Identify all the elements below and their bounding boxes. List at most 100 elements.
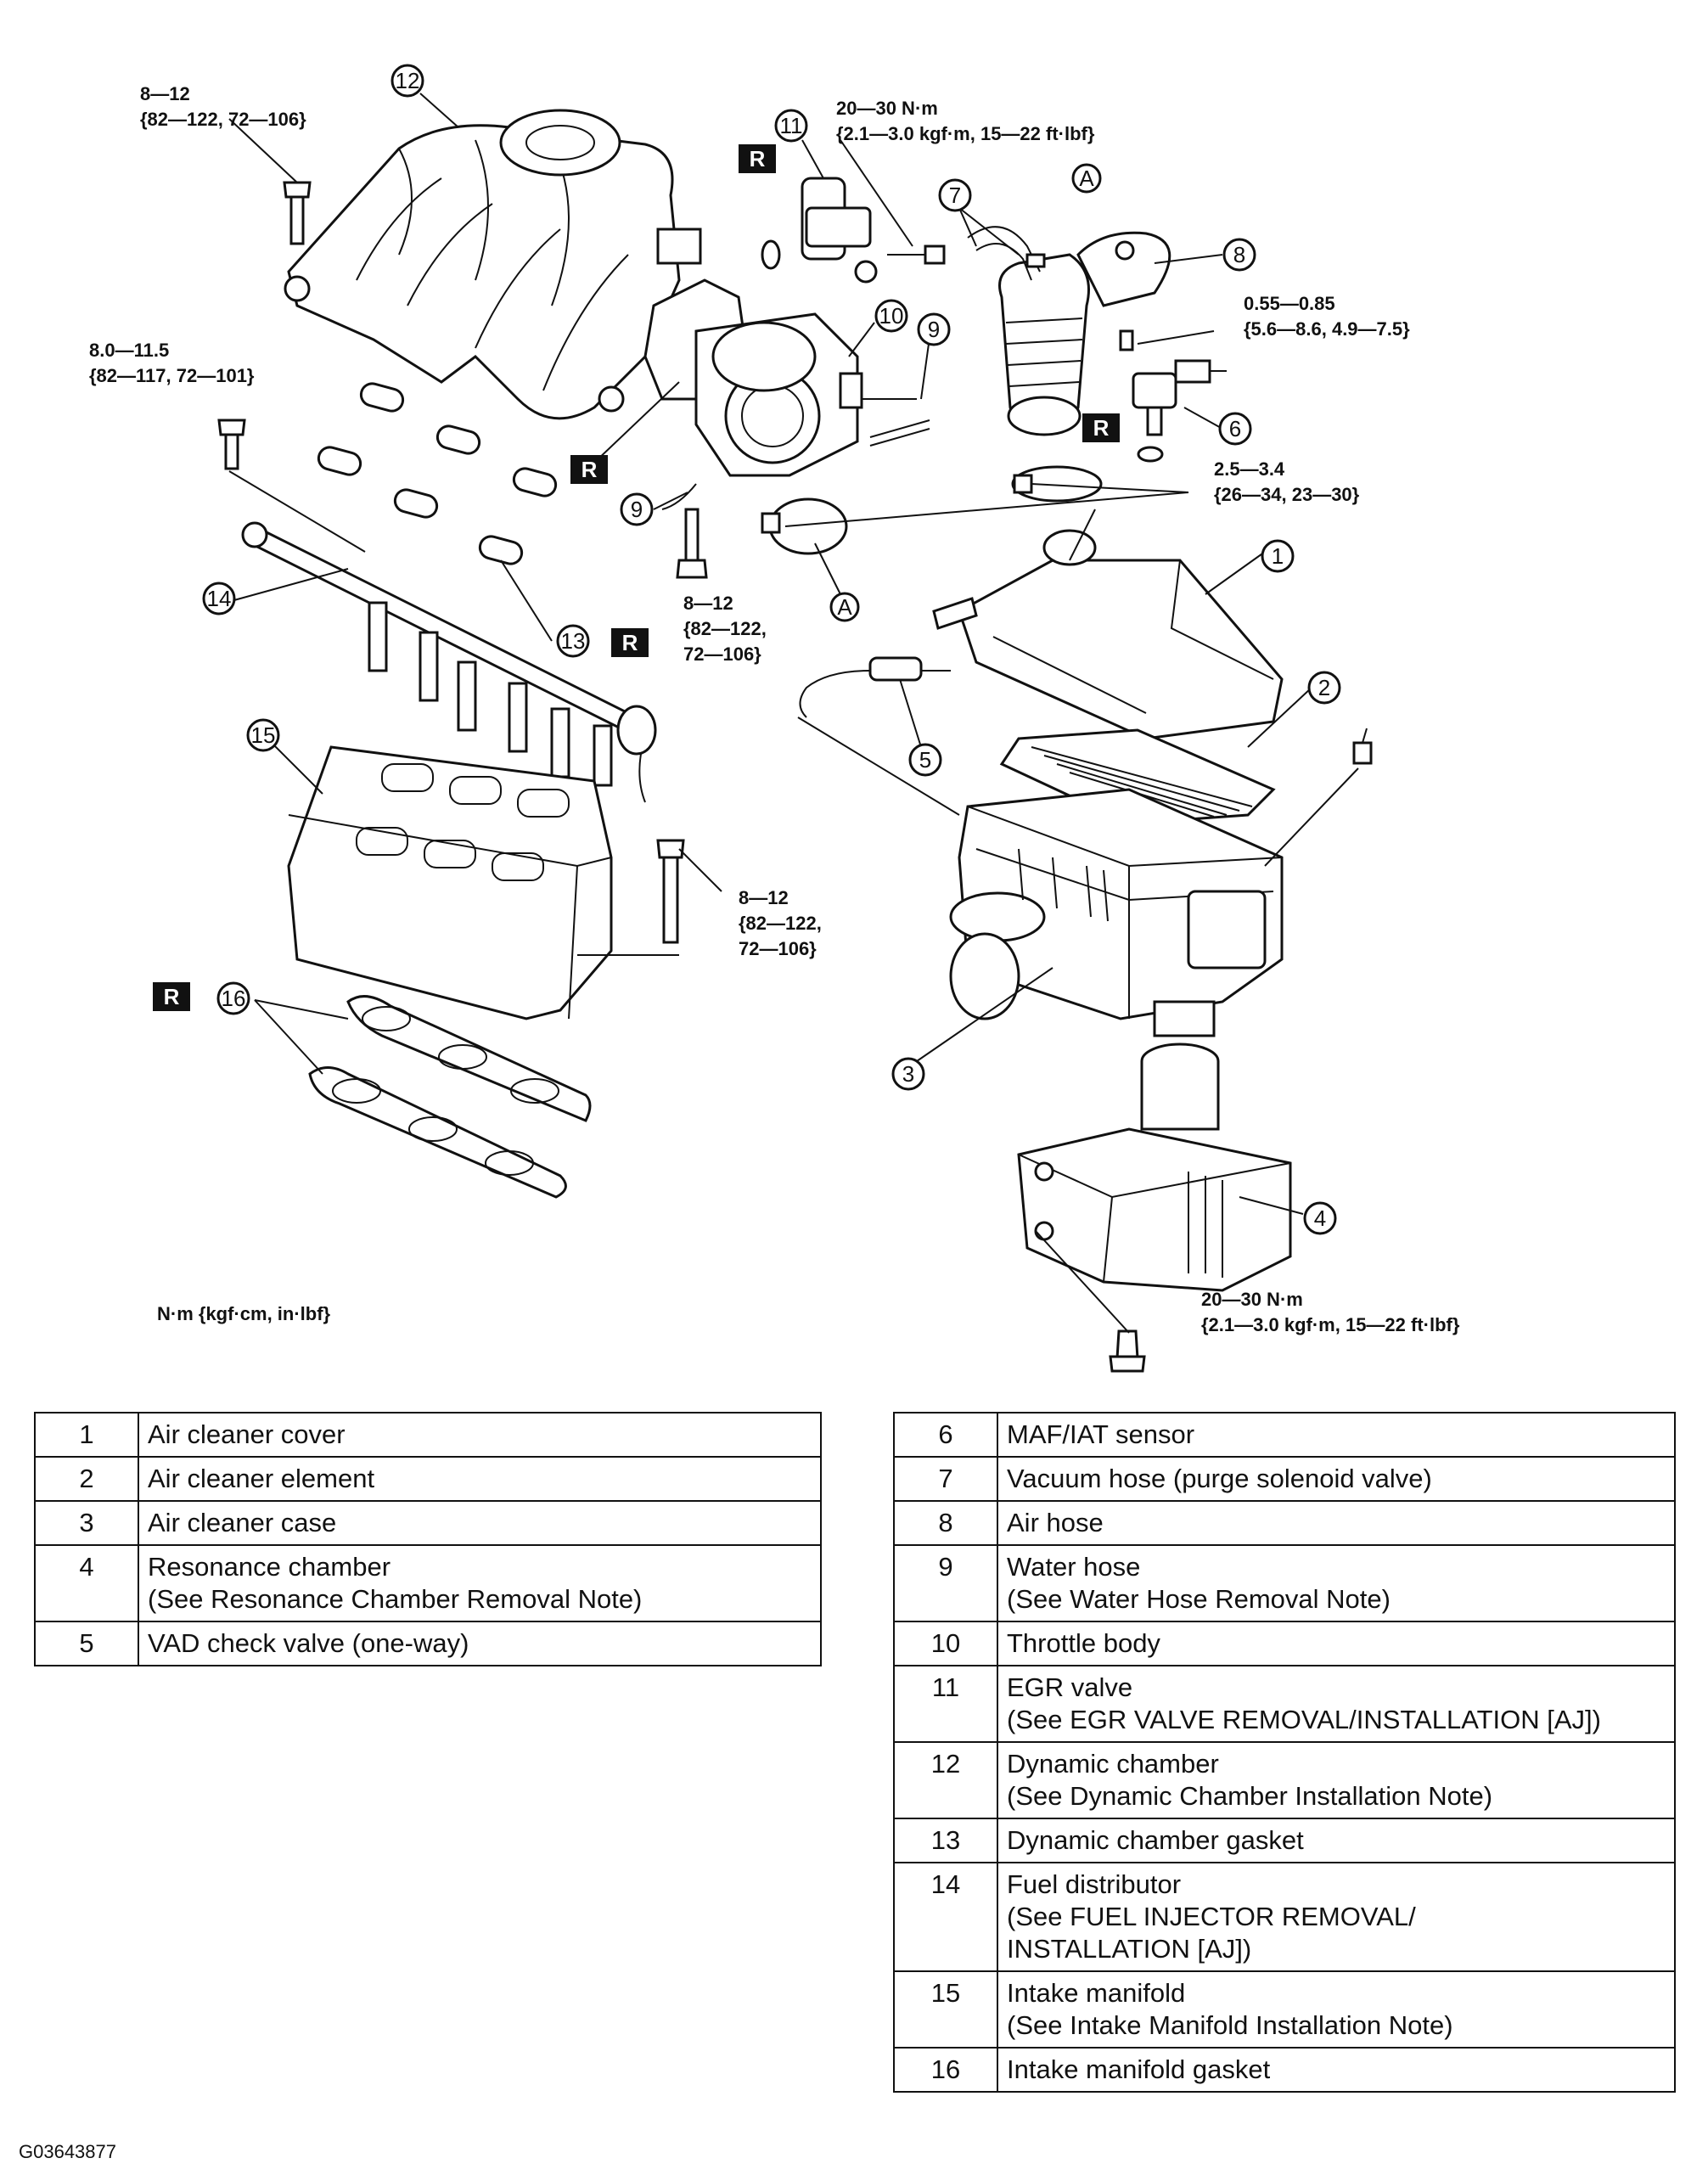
resonance-chamber-connector (1352, 728, 1373, 765)
parts-row: 16 Intake manifold gasket (893, 2047, 1676, 2093)
torque-dynamic-chamber-2: {82—122, 72—106} (140, 109, 306, 130)
throttle-body-drawing (643, 278, 917, 477)
dynamic-chamber-bolt (283, 181, 312, 245)
part-description-line: Throttle body (1007, 1628, 1160, 1658)
connection-mark-a: A (837, 594, 852, 620)
part-description: MAF/IAT sensor (997, 1412, 1676, 1458)
replace-mark: R (582, 457, 598, 482)
part-description-line: Air cleaner cover (148, 1419, 346, 1449)
fuel-distributor-bolt (217, 419, 246, 470)
vad-check-valve-drawing (799, 656, 951, 718)
part-description-line: Air hose (1007, 1508, 1104, 1537)
leader-lines (224, 93, 1359, 1334)
parts-table-right: 6 MAF/IAT sensor 7 Vacuum hose (purge solen… (893, 1412, 1676, 2093)
part-description-line: Air cleaner element (148, 1464, 375, 1493)
part-description: Dynamic chamber gasket (997, 1818, 1676, 1863)
callout-15: 15 (251, 722, 276, 748)
parts-row: 5 VAD check valve (one-way) (34, 1621, 822, 1666)
part-number: 13 (893, 1818, 998, 1863)
part-description-line: VAD check valve (one-way) (148, 1628, 469, 1658)
part-number: 8 (893, 1500, 998, 1546)
part-number: 11 (893, 1665, 998, 1743)
part-description: Dynamic chamber(See Dynamic Chamber Inst… (997, 1741, 1676, 1819)
callout-14: 14 (207, 586, 232, 611)
vacuum-hose-drawing (967, 226, 1046, 281)
callout-10: 10 (879, 303, 904, 329)
torque-clamp-1: 2.5—3.4 (1214, 458, 1285, 480)
parts-row: 2 Air cleaner element (34, 1456, 822, 1502)
part-number: 7 (893, 1456, 998, 1502)
part-description: Vacuum hose (purge solenoid valve) (997, 1456, 1676, 1502)
fuel-distributor-drawing (241, 521, 657, 803)
torque-throttle-3: 72—106} (683, 644, 761, 665)
part-number: 2 (34, 1456, 139, 1502)
part-description-line: (See Dynamic Chamber Installation Note) (1007, 1781, 1493, 1811)
part-description: Resonance chamber(See Resonance Chamber … (138, 1544, 822, 1622)
part-description: Throttle body (997, 1621, 1676, 1666)
air-cleaner-cover-drawing (932, 529, 1284, 740)
parts-row: 6 MAF/IAT sensor (893, 1412, 1676, 1458)
part-description: Air cleaner element (138, 1456, 822, 1502)
air-cleaner-element-drawing (999, 728, 1276, 825)
replace-mark: R (1093, 415, 1110, 441)
part-number: 3 (34, 1500, 139, 1546)
torque-egr-2: {2.1—3.0 kgf·m, 15—22 ft·lbf} (836, 123, 1095, 144)
part-description-line: Dynamic chamber (1007, 1749, 1219, 1779)
torque-dynamic-chamber-1: 8—12 (140, 83, 190, 104)
part-number: 5 (34, 1621, 139, 1666)
air-cleaner-case-drawing (949, 788, 1284, 1037)
replace-mark: R (164, 984, 180, 1009)
part-description-line: Intake manifold gasket (1007, 2054, 1271, 2084)
hose-clamps-drawing (761, 465, 1103, 555)
torque-fuel-1: 8.0—11.5 (89, 340, 169, 361)
part-number: 9 (893, 1544, 998, 1622)
callout-9: 9 (631, 497, 643, 522)
intake-manifold-drawing (287, 745, 613, 1020)
part-number: 16 (893, 2047, 998, 2093)
part-description: EGR valve (See EGR VALVE REMOVAL/INSTALLA… (997, 1665, 1676, 1743)
torque-manifold-3: 72—106} (739, 938, 817, 959)
part-description-line: Air cleaner case (148, 1508, 337, 1537)
intake-manifold-bolt (656, 839, 685, 944)
part-description: Air cleaner cover (138, 1412, 822, 1458)
parts-row: 7 Vacuum hose (purge solenoid valve) (893, 1456, 1676, 1502)
part-description-line: (See EGR VALVE REMOVAL/INSTALLATION [AJ]… (1007, 1705, 1601, 1734)
intake-manifold-gasket-drawing (308, 995, 592, 1199)
torque-maf-1: 0.55—0.85 (1244, 293, 1335, 314)
air-hose-drawing (998, 231, 1171, 436)
part-description-line: Intake manifold (1007, 1978, 1186, 2008)
part-description-line: MAF/IAT sensor (1007, 1419, 1195, 1449)
part-description-line: Water hose (1007, 1552, 1141, 1582)
torque-throttle-1: 8—12 (683, 593, 733, 614)
parts-row: 11 EGR valve (See EGR VALVE REMOVAL/INSTAL… (893, 1665, 1676, 1743)
callout-6: 6 (1229, 416, 1241, 441)
part-number: 6 (893, 1412, 998, 1458)
callout-3: 3 (902, 1061, 914, 1087)
dynamic-chamber-gasket-drawing (317, 382, 558, 565)
part-description: Air cleaner case (138, 1500, 822, 1546)
maf-iat-sensor-drawing (1119, 329, 1227, 463)
part-description-line: EGR valve (1007, 1672, 1133, 1702)
torque-fuel-2: {82—117, 72—101} (89, 365, 255, 386)
part-description-line: Vacuum hose (purge solenoid valve) (1007, 1464, 1432, 1493)
part-number: 10 (893, 1621, 998, 1666)
replace-mark: R (622, 630, 638, 655)
part-description-line: Dynamic chamber gasket (1007, 1825, 1304, 1855)
callout-8: 8 (1233, 242, 1245, 267)
torque-maf-2: {5.6—8.6, 4.9—7.5} (1244, 318, 1410, 340)
part-description: Water hose(See Water Hose Removal Note) (997, 1544, 1676, 1622)
egr-valve-drawing (761, 177, 946, 284)
throttle-body-bolt (676, 508, 708, 579)
part-number: 4 (34, 1544, 139, 1622)
part-description: Fuel distributor(See FUEL INJECTOR REMOV… (997, 1862, 1676, 1972)
connection-mark-a: A (1079, 166, 1094, 191)
torque-clamp-2: {26—34, 23—30} (1214, 484, 1360, 505)
torque-throttle-2: {82—122, (683, 618, 767, 639)
